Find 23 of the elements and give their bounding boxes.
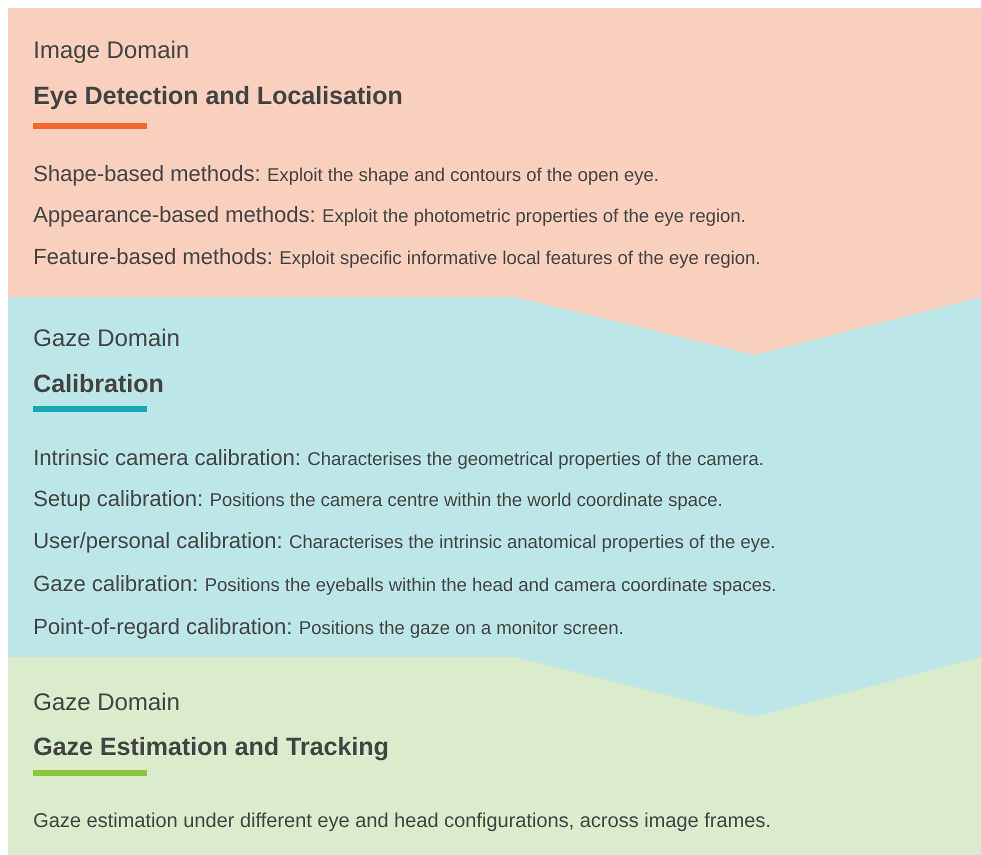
method-description: Exploit the shape and contours of the open eye. (268, 168, 658, 185)
method-term: Shape-based methods: (34, 165, 259, 186)
method-term: User/personal calibration: (34, 532, 281, 553)
method-description: Characterises the intrinsic anatomical properties of the eye. (290, 534, 774, 552)
method-description: Positions the eyeballs within the head and camera coordinate spaces. (206, 578, 775, 595)
domain-label: Image Domain (35, 40, 188, 63)
section-heading: Calibration (34, 374, 162, 392)
section-heading: Eye Detection and Localisation (34, 86, 402, 110)
section-heading: Gaze Estimation and Tracking (34, 736, 388, 760)
method-description: Positions the gaze on a monitor screen. (300, 620, 622, 638)
method-term: Feature-based methods: (35, 248, 271, 264)
method-description: Positions the camera centre within the world coordinate space. (211, 492, 721, 510)
method-term: Intrinsic camera calibration: (35, 449, 299, 466)
method-term: Appearance-based methods: (33, 206, 314, 227)
method-term: Setup calibration: (34, 490, 202, 511)
description-text: Gaze estimation under different eye and head configurations, across image frames. (34, 812, 770, 832)
method-description: Exploit the photometric properties of the eye region. (324, 208, 744, 226)
method-description: Characterises the geometrical properties of the camera. (308, 452, 762, 469)
domain-label: Gaze Domain (34, 328, 178, 346)
method-term: Gaze calibration: (34, 575, 196, 592)
method-term: Point-of-regard calibration: (35, 618, 290, 639)
method-description: Exploit specific informative local features of the eye region. (280, 250, 759, 268)
domain-label: Gaze Domain (34, 692, 178, 710)
